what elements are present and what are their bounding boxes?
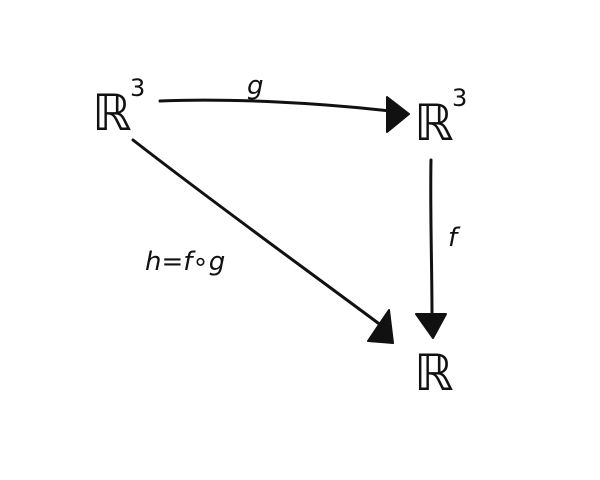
- node-bottom-right: ℝ: [414, 344, 454, 402]
- edge-right-label: f: [448, 223, 461, 253]
- edge-right-arrow: f: [415, 158, 461, 339]
- node-top-right-exponent: 3: [452, 84, 467, 112]
- node-top-right: ℝ 3: [414, 84, 467, 152]
- edge-diagonal-arrow: h=f∘g: [131, 138, 394, 344]
- edge-top-arrowhead: [386, 96, 410, 133]
- edge-right-arrowhead: [415, 313, 447, 339]
- edge-top-arrow: g: [158, 71, 410, 133]
- edge-top-line: [158, 98, 392, 113]
- node-top-left: ℝ 3: [92, 74, 145, 142]
- edge-right-line: [429, 158, 434, 318]
- node-top-left-base: ℝ: [92, 84, 132, 142]
- node-bottom-right-base: ℝ: [414, 344, 454, 402]
- edge-diagonal-line: [131, 138, 380, 325]
- node-top-left-exponent: 3: [130, 74, 145, 102]
- edge-diagonal-label: h=f∘g: [145, 247, 225, 277]
- node-top-right-base: ℝ: [414, 94, 454, 152]
- edge-top-label: g: [247, 71, 264, 101]
- edge-diagonal-arrowhead: [367, 309, 394, 344]
